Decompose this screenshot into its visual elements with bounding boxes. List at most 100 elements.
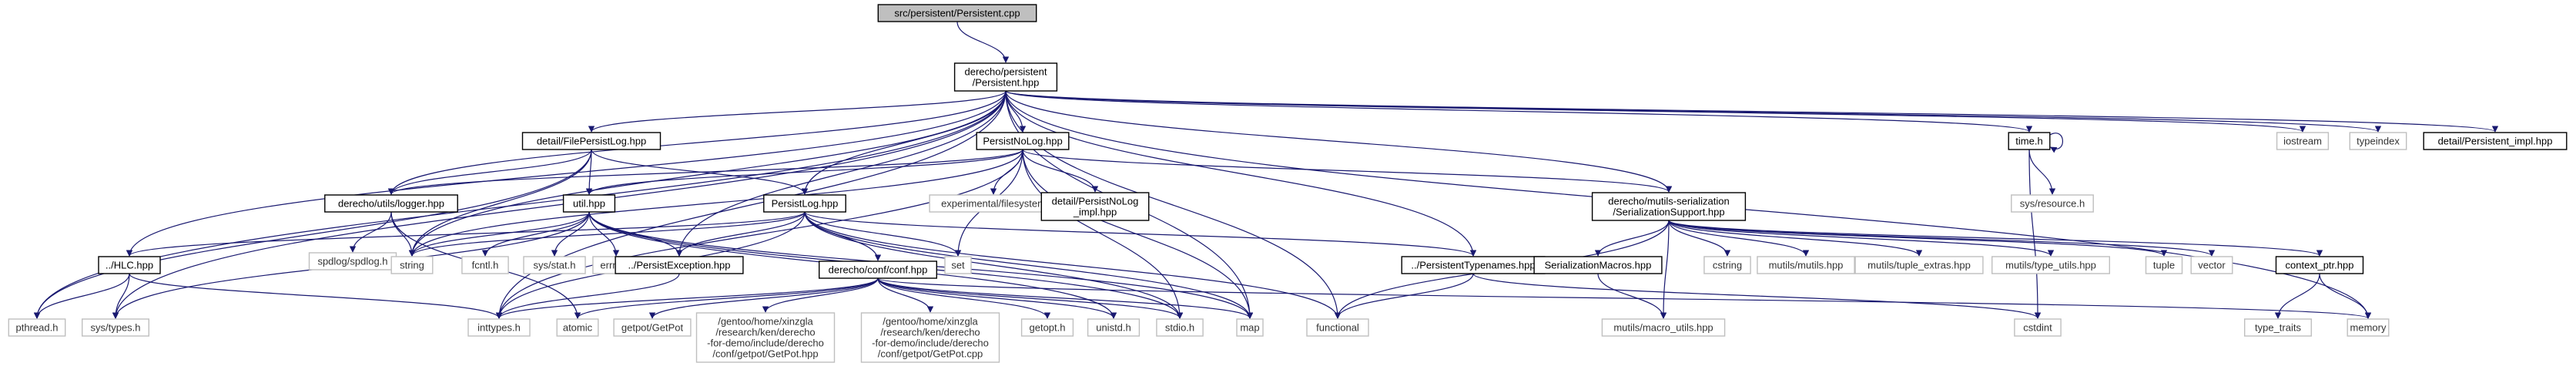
dependency-edge — [804, 211, 882, 261]
dependency-edge — [1005, 90, 2306, 133]
node-label: /conf/getpot/GetPot.cpp — [878, 348, 983, 360]
node-label: derecho/utils/logger.hpp — [338, 198, 444, 210]
node-serialization-support[interactable]: derecho/mutils-serialization/Serializati… — [1591, 192, 1747, 221]
dependency-edge — [804, 211, 962, 257]
node-set: set — [944, 256, 972, 274]
node-label: typeindex — [2357, 136, 2400, 147]
node-getpot-hpp: /gentoo/home/xinzgla/research/ken/derech… — [695, 312, 836, 363]
node-persistent-impl[interactable]: detail/Persistent_impl.hpp — [2423, 132, 2568, 150]
node-sys-stat: sys/stat.h — [523, 256, 586, 274]
node-inttypes: inttypes.h — [467, 318, 531, 337]
node-box — [1601, 318, 1726, 337]
node-box — [1040, 192, 1150, 221]
node-logger[interactable]: derecho/utils/logger.hpp — [324, 194, 458, 213]
node-box — [1236, 318, 1264, 337]
node-label: PersistNoLog.hpp — [983, 136, 1062, 147]
node-box — [521, 132, 662, 150]
node-label: type_traits — [2255, 322, 2301, 334]
dependency-edge — [1668, 220, 2167, 257]
node-persistlog[interactable]: PersistLog.hpp — [763, 194, 846, 213]
dependency-edge — [804, 211, 1254, 319]
dependency-edge — [1594, 220, 1670, 257]
node-time-h[interactable]: time.h — [2008, 132, 2051, 150]
node-box — [944, 256, 972, 274]
node-label: getpot/GetPot — [621, 322, 684, 334]
node-context-ptr[interactable]: context_ptr.hpp — [2275, 256, 2364, 274]
node-iostream: iostream — [2276, 132, 2330, 150]
dependency-edge — [349, 211, 392, 253]
dependency-edge — [1472, 273, 2042, 319]
dependency-edge — [877, 277, 1117, 319]
node-box — [2276, 132, 2330, 150]
node-box — [976, 132, 1070, 150]
node-persistnolog[interactable]: PersistNoLog.hpp — [976, 132, 1070, 150]
node-label: /conf/getpot/GetPot.hpp — [712, 348, 818, 360]
dependency-edge — [33, 90, 1007, 319]
node-box — [1306, 318, 1369, 337]
node-filepersistlog[interactable]: detail/FilePersistLog.hpp — [521, 132, 662, 150]
dependency-edge — [877, 277, 1184, 319]
node-box — [467, 318, 531, 337]
node-box — [1087, 318, 1141, 337]
node-type-utils: mutils/type_utils.hpp — [1991, 256, 2110, 274]
node-box — [1591, 192, 1747, 221]
node-persistent-hpp[interactable]: derecho/persistent/Persistent.hpp — [953, 62, 1058, 92]
node-box — [2347, 318, 2390, 337]
node-box — [2190, 256, 2233, 274]
node-tuple: tuple — [2145, 256, 2183, 274]
dependency-edge — [388, 149, 1023, 195]
dependency-edge — [648, 277, 879, 319]
dependency-edge — [481, 211, 590, 257]
node-box — [98, 256, 161, 274]
dependency-edge — [2319, 273, 2372, 319]
dependency-edge — [804, 211, 1476, 257]
dependency-edge — [129, 273, 503, 319]
node-macro-utils: mutils/macro_utils.hpp — [1601, 318, 1726, 337]
dependency-edge — [387, 90, 1007, 195]
node-label: detail/Persistent_impl.hpp — [2438, 136, 2553, 147]
node-persist-exception[interactable]: ../PersistException.hpp — [615, 256, 744, 274]
node-label: pthread.h — [16, 322, 59, 334]
node-hlc[interactable]: ../HLC.hpp — [98, 256, 161, 274]
node-string: string — [390, 256, 434, 274]
node-cstring: cstring — [1703, 256, 1751, 274]
node-label: mutils/mutils.hpp — [1769, 260, 1844, 271]
node-label: /research/ken/derecho — [715, 327, 815, 338]
dependency-edge — [1597, 273, 1667, 319]
dependency-edge — [877, 277, 934, 313]
node-box — [1156, 318, 1204, 337]
node-box — [1703, 256, 1751, 274]
node-label: cstring — [1713, 260, 1742, 271]
node-getpot: getpot/GetPot — [613, 318, 692, 337]
node-conf-hpp[interactable]: derecho/conf/conf.hpp — [818, 260, 937, 279]
dependency-edge — [1660, 220, 1670, 319]
node-label: mutils/tuple_extras.hpp — [1868, 260, 1971, 271]
dependency-edge — [495, 277, 879, 319]
dependency-edge — [495, 273, 680, 319]
node-label: PersistLog.hpp — [772, 198, 839, 210]
node-label: time.h — [2015, 136, 2042, 147]
node-box — [324, 194, 458, 213]
dependency-edge — [1005, 90, 2498, 133]
node-sys-resource: sys/resource.h — [2011, 194, 2094, 213]
node-util-hpp[interactable]: util.hpp — [562, 194, 616, 213]
dependency-edge — [112, 90, 1007, 319]
node-serialization-macros[interactable]: SerializationMacros.hpp — [1533, 256, 1663, 274]
node-box — [2008, 132, 2051, 150]
node-label: detail/FilePersistLog.hpp — [537, 136, 646, 147]
node-root[interactable]: src/persistent/Persistent.cpp — [877, 4, 1037, 22]
dependency-edge — [1668, 220, 1731, 257]
node-getpot-cpp: /gentoo/home/xinzgla/research/ken/derech… — [860, 312, 1000, 363]
dependency-edge — [1005, 90, 1477, 257]
node-persistnolog-impl[interactable]: detail/PersistNoLog_impl.hpp — [1040, 192, 1150, 221]
node-box — [613, 318, 692, 337]
node-persistent-typenames[interactable]: ../PersistentTypenames.hpp — [1401, 256, 1546, 274]
node-box — [1854, 256, 1984, 274]
node-box — [2349, 132, 2407, 150]
dependency-edge — [675, 211, 806, 257]
dependency-edge — [1668, 220, 1923, 257]
node-box — [562, 194, 616, 213]
node-label: atomic — [563, 322, 593, 334]
node-label: experimental/filesystem — [941, 198, 1046, 210]
node-experimental-fs: experimental/filesystem — [929, 194, 1058, 213]
